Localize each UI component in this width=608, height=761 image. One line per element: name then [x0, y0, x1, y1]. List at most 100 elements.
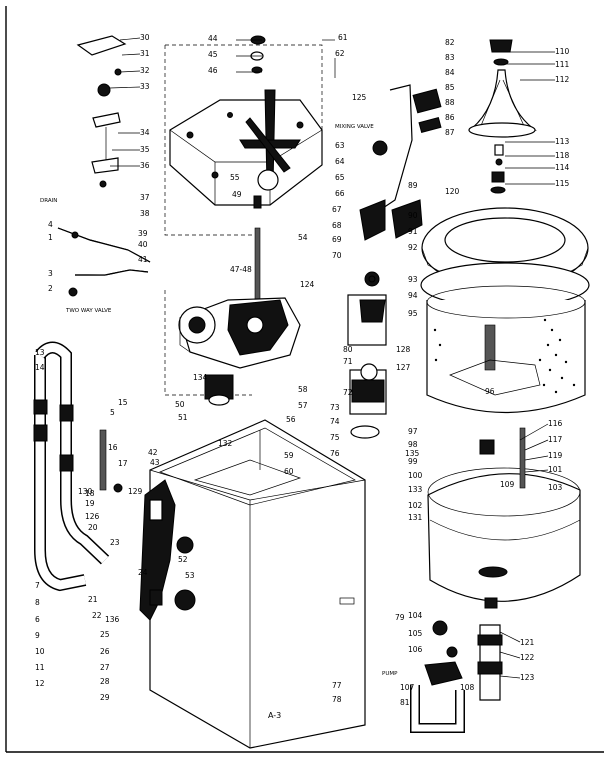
callout-80: 80: [343, 345, 353, 354]
callout-36: 36: [140, 161, 150, 170]
callout-120: 120: [445, 187, 460, 196]
callout-113: 113: [555, 137, 570, 146]
callout-78: 78: [332, 695, 342, 704]
callout-85: 85: [445, 83, 455, 92]
drain-hoses: [57, 227, 151, 297]
callout-41: 41: [138, 255, 148, 264]
agitator: [468, 39, 537, 194]
callout-4: 4: [48, 220, 53, 229]
callout-35: 35: [140, 145, 150, 154]
mixing-valve-parts: [359, 84, 442, 241]
page-label: A-3: [268, 711, 281, 720]
callout-93: 93: [408, 275, 418, 284]
callout-72: 72: [343, 388, 353, 397]
callout-94: 94: [408, 291, 418, 300]
callout-20: 20: [88, 523, 98, 532]
callout-labels: 30 31 32 33 34 35 36 37 38 39 40 41 42 4…: [35, 33, 570, 707]
callout-34: 34: [140, 128, 150, 137]
callout-29: 29: [100, 693, 110, 702]
callout-106: 106: [408, 645, 423, 654]
callout-87: 87: [445, 128, 455, 137]
callout-17: 17: [118, 459, 128, 468]
drive-motor: [347, 271, 387, 439]
washer-cabinet: [149, 419, 366, 749]
callout-42: 42: [148, 448, 158, 457]
callout-8: 8: [35, 598, 40, 607]
callout-134: 134: [193, 373, 208, 382]
callout-101: 101: [548, 465, 563, 474]
callout-43: 43: [150, 458, 160, 467]
callout-37: 37: [140, 193, 150, 202]
callout-25: 25: [100, 630, 110, 639]
callout-21: 21: [88, 595, 98, 604]
callout-133: 133: [408, 485, 423, 494]
callout-123: 123: [520, 673, 535, 682]
callout-51: 51: [178, 413, 188, 422]
callout-76: 76: [330, 449, 340, 458]
caption-drain: DRAIN: [40, 198, 57, 204]
callout-12: 12: [35, 679, 45, 688]
callout-7: 7: [35, 581, 40, 590]
cabinet-side-parts: [99, 429, 196, 621]
caption-pump: PUMP: [382, 671, 398, 677]
callout-11: 11: [35, 663, 45, 672]
callout-131: 131: [408, 513, 423, 522]
callout-69: 69: [332, 235, 342, 244]
callout-77: 77: [332, 681, 342, 690]
callout-95: 95: [408, 309, 418, 318]
callout-39: 39: [138, 229, 148, 238]
callout-126: 126: [85, 512, 100, 521]
callout-104: 104: [408, 611, 423, 620]
callout-121: 121: [520, 638, 535, 647]
callout-70: 70: [332, 251, 342, 260]
callout-44: 44: [208, 34, 218, 43]
callout-110: 110: [555, 47, 570, 56]
callout-62: 62: [335, 49, 345, 58]
callout-116: 116: [548, 419, 563, 428]
callout-38: 38: [140, 209, 150, 218]
fill-hose-left: [33, 341, 110, 592]
callout-125: 125: [352, 93, 367, 102]
callout-66: 66: [335, 189, 345, 198]
callout-55: 55: [230, 173, 240, 182]
callout-47-48: 47-48: [230, 265, 252, 274]
callout-73: 73: [330, 403, 340, 412]
callout-82: 82: [445, 38, 455, 47]
callout-109: 109: [500, 480, 515, 489]
callout-88: 88: [445, 98, 455, 107]
callout-117: 117: [548, 435, 563, 444]
callout-114: 114: [555, 163, 570, 172]
callout-102: 102: [408, 501, 423, 510]
callout-1: 1: [48, 233, 53, 242]
callout-89: 89: [408, 181, 418, 190]
callout-105: 105: [408, 629, 423, 638]
callout-27: 27: [100, 663, 110, 672]
callout-60: 60: [284, 467, 294, 476]
callout-132: 132: [218, 439, 233, 448]
callout-71: 71: [343, 357, 353, 366]
caption-two-way-valve: TWO WAY VALVE: [65, 308, 112, 314]
tub-ring-and-basket: [420, 207, 590, 413]
callout-65: 65: [335, 173, 345, 182]
callout-53: 53: [185, 571, 195, 580]
callout-92: 92: [408, 243, 418, 252]
callout-6: 6: [35, 615, 40, 624]
callout-90: 90: [408, 211, 418, 220]
callout-136: 136: [105, 615, 120, 624]
callout-33: 33: [140, 82, 150, 91]
callout-31: 31: [140, 49, 150, 58]
callout-32: 32: [140, 66, 150, 75]
callout-74: 74: [330, 417, 340, 426]
callout-5: 5: [110, 408, 115, 417]
callout-83: 83: [445, 53, 455, 62]
callout-86: 86: [445, 113, 455, 122]
callout-130: 130: [78, 487, 93, 496]
callout-96: 96: [485, 387, 495, 396]
callout-103: 103: [548, 483, 563, 492]
transmission-assembly: [178, 297, 301, 406]
callout-54: 54: [298, 233, 308, 242]
callout-40: 40: [138, 240, 148, 249]
callout-3: 3: [48, 269, 53, 278]
callout-98: 98: [408, 440, 418, 449]
